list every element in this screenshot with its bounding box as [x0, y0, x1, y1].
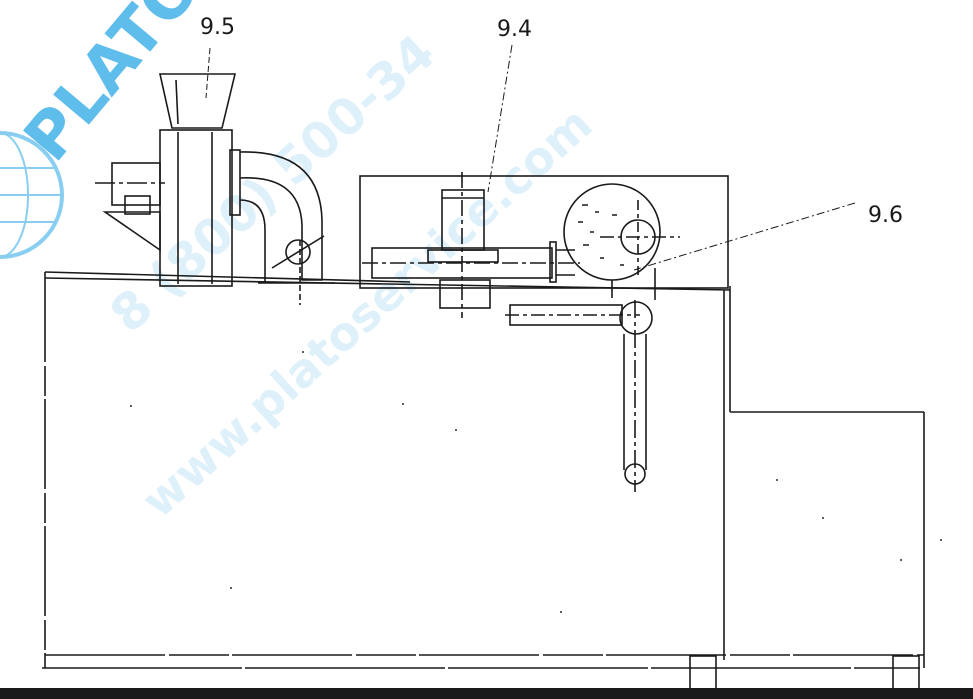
- label-9-6: 9.6: [868, 203, 903, 228]
- cabinet-feet: [689, 655, 920, 691]
- watermark-url: www.platoservice.com: [131, 97, 602, 529]
- label-9-5: 9.5: [200, 15, 235, 40]
- callout-leaders: [205, 44, 856, 271]
- side-cabinet: [730, 411, 925, 668]
- fan-assembly: [95, 73, 335, 305]
- logo-globe-icon: [0, 131, 64, 259]
- bottom-rule: [0, 688, 973, 699]
- logo-text: PLATO: [11, 0, 216, 175]
- outlet-pipes: [505, 300, 653, 492]
- drawing-lines: [42, 44, 942, 691]
- motor-enclosure: [359, 172, 729, 318]
- cyclone-separator: [563, 183, 680, 300]
- scan-specks: [130, 351, 942, 613]
- label-9-4: 9.4: [497, 17, 532, 42]
- horizontal-duct: [362, 241, 580, 283]
